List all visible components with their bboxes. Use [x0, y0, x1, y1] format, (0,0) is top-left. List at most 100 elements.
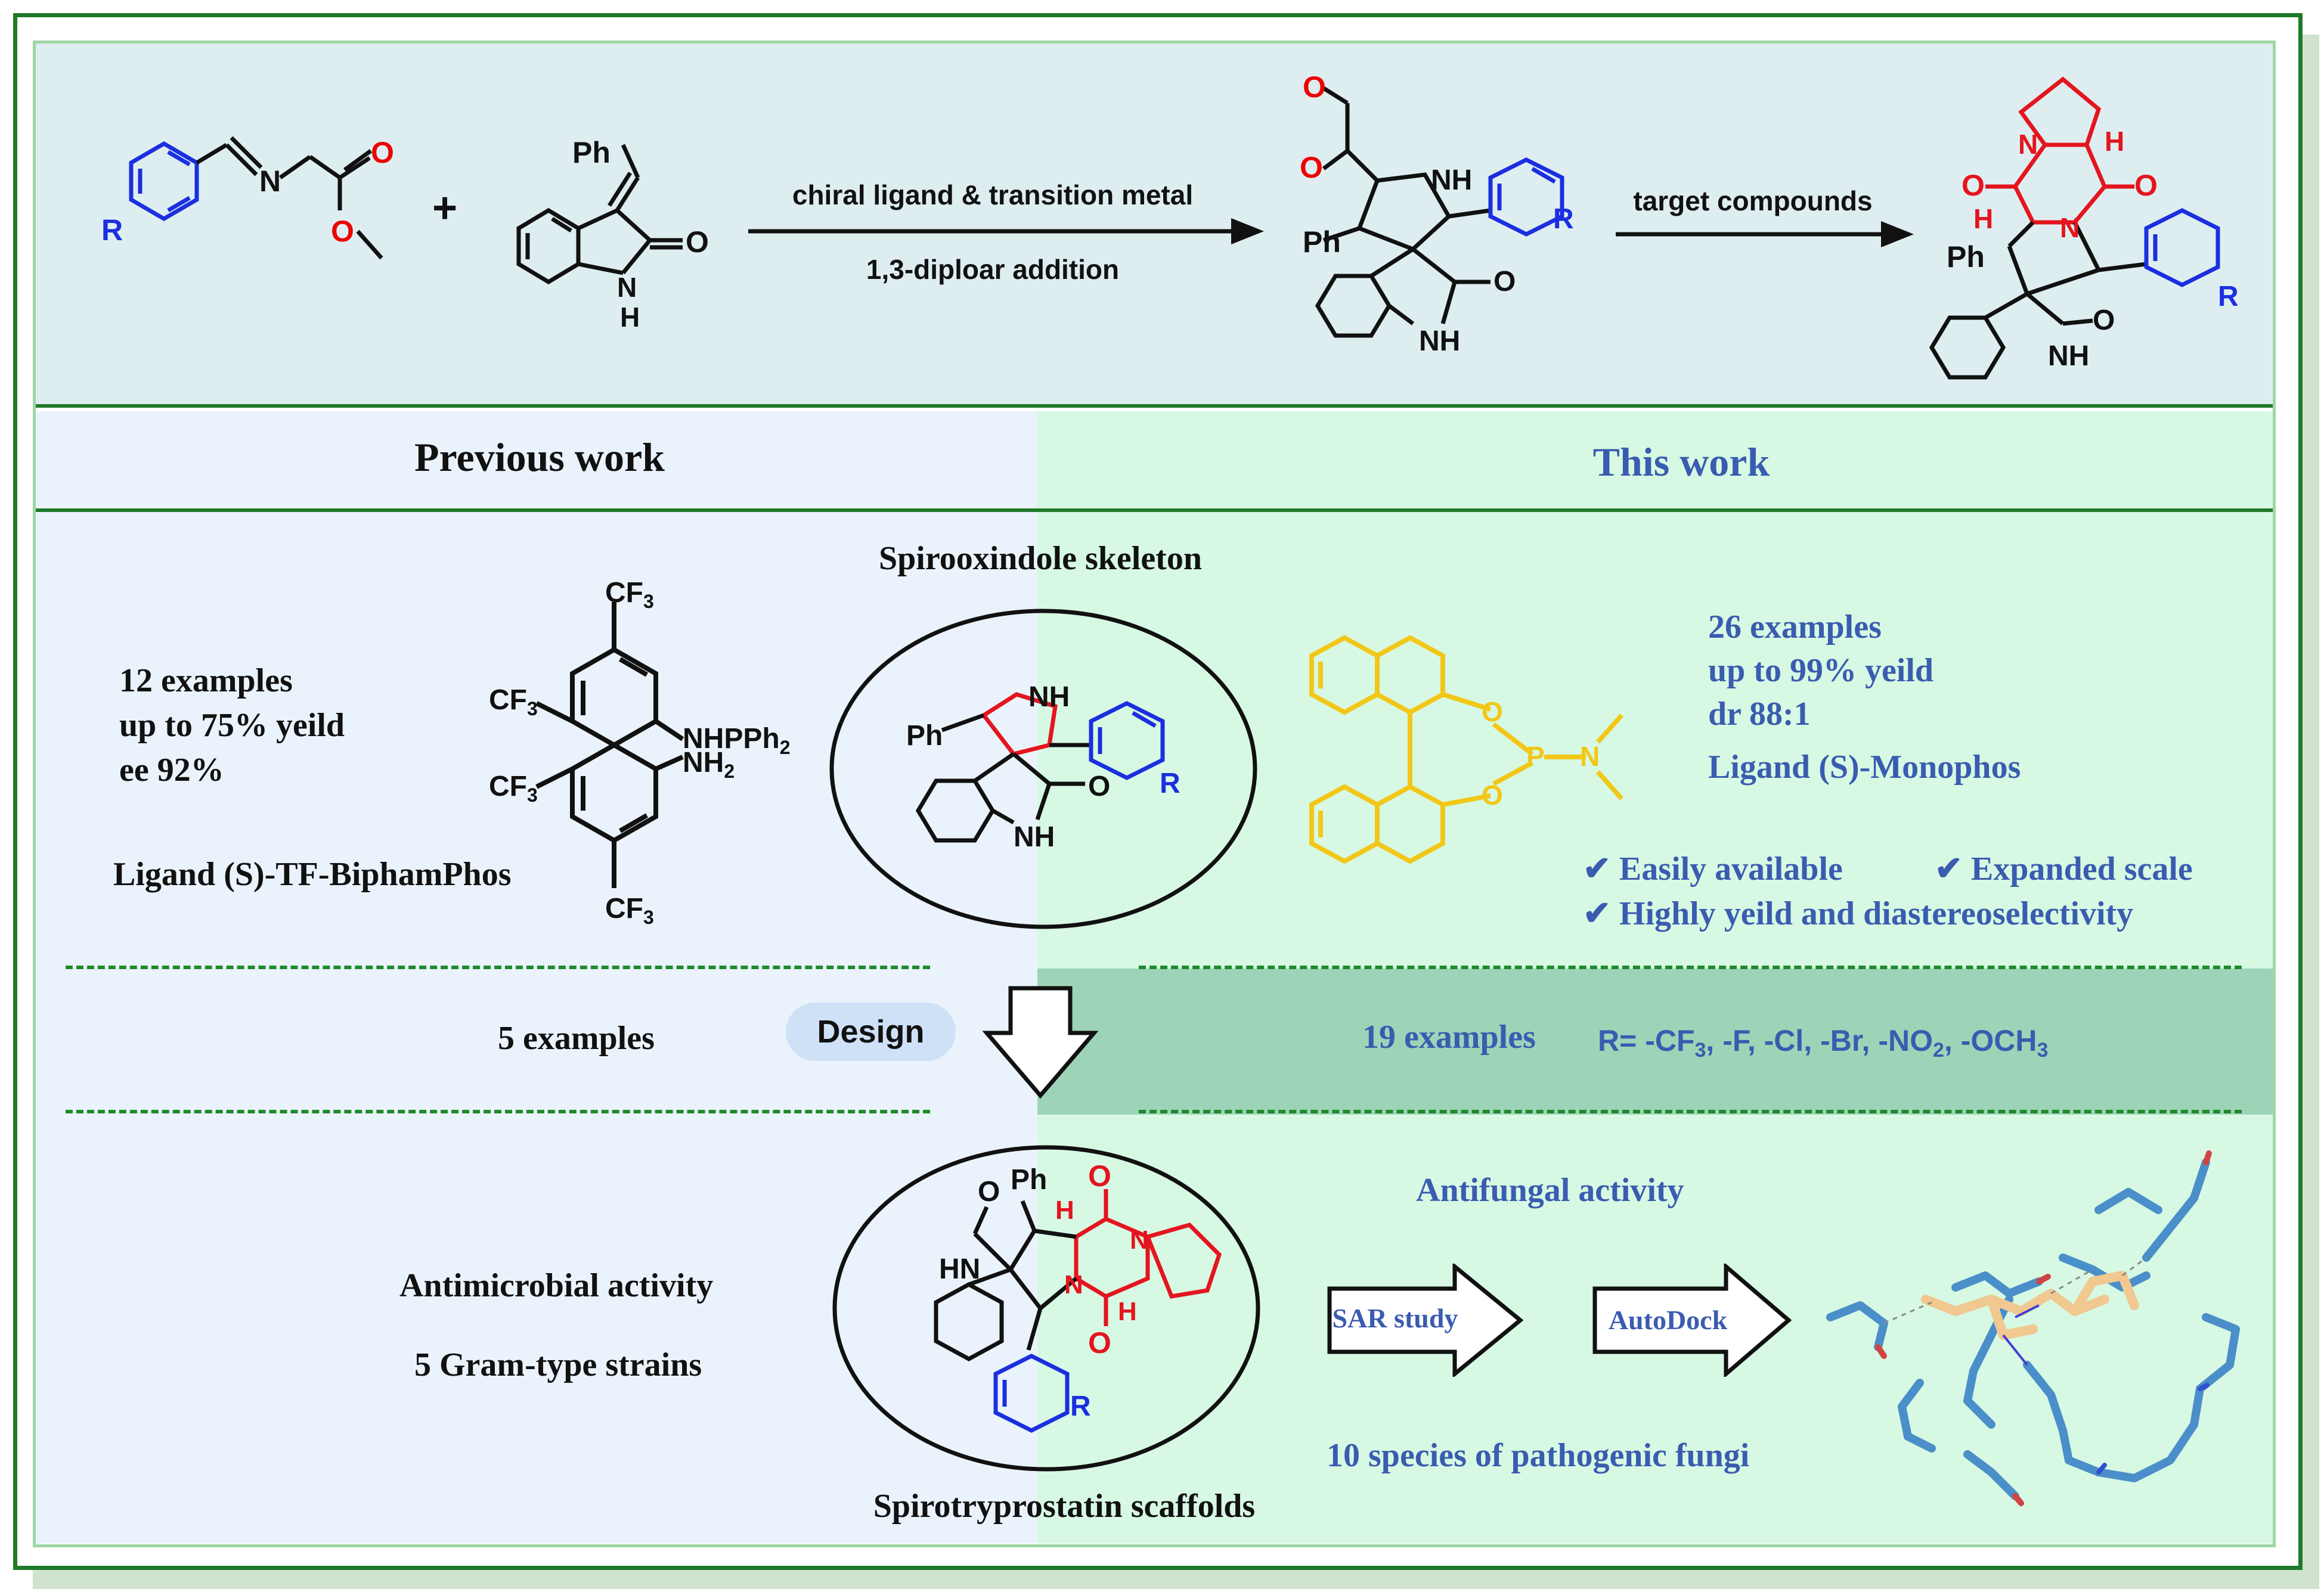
- prev-yield: up to 75% yeild: [119, 707, 345, 744]
- svg-text:Ph: Ph: [906, 720, 943, 752]
- antifungal-activity: Antifungal activity: [1416, 1172, 1684, 1209]
- docking-pose-image: [1826, 1150, 2240, 1506]
- arrow-label-bottom: 1,3-diploar addition: [866, 254, 1119, 285]
- arrow-label-target: target compounds: [1633, 185, 1872, 216]
- svg-text:H: H: [2105, 126, 2124, 157]
- svg-text:N: N: [2018, 129, 2038, 160]
- svg-text:O: O: [1493, 266, 1516, 297]
- svg-text:HN: HN: [939, 1253, 980, 1285]
- svg-text:O: O: [1300, 151, 1323, 184]
- svg-text:H: H: [1055, 1196, 1074, 1225]
- prev-ee: ee 92%: [119, 752, 224, 789]
- svg-text:CF3: CF3: [605, 893, 654, 928]
- svg-text:CF3: CF3: [489, 684, 538, 719]
- svg-text:O: O: [1482, 780, 1503, 811]
- svg-text:H: H: [1973, 203, 1993, 234]
- svg-text:Ph: Ph: [572, 136, 611, 169]
- check-easily-available: ✔ Easily available: [1583, 851, 1843, 888]
- prev-design-examples: 5 examples: [498, 1020, 655, 1057]
- skeleton-label: Spirooxindole skeleton: [879, 540, 1202, 577]
- svg-text:NHPPh2: NHPPh2: [683, 723, 790, 758]
- sar-arrow: [1327, 1264, 1523, 1377]
- svg-text:NH: NH: [2048, 340, 2089, 372]
- this-ligand: Ligand (S)-Monophos: [1708, 749, 2021, 786]
- prev-ligand: Ligand (S)-TF-BiphamPhos: [113, 856, 512, 893]
- reactant-imine: [129, 136, 383, 260]
- arrow-label-top: chiral ligand & transition metal: [792, 179, 1193, 210]
- reactant-oxindole: [516, 144, 683, 285]
- this-dr: dr 88:1: [1708, 696, 1811, 733]
- svg-text:R= -CF3, -F, -Cl, -Br, -NO2, -: R= -CF3, -F, -Cl, -Br, -NO2, -OCH3: [1598, 1024, 2048, 1062]
- svg-text:O: O: [1303, 70, 1326, 104]
- svg-text:H: H: [620, 302, 640, 333]
- spirooxindole-skeleton: Ph NH O NH R: [829, 609, 1257, 929]
- design-pill: Design: [786, 1003, 956, 1061]
- prev-examples: 12 examples: [119, 662, 293, 699]
- product-target: [1929, 76, 2220, 380]
- dashed-line-3: [66, 1110, 930, 1113]
- svg-text:R: R: [2218, 281, 2239, 312]
- check-expanded-scale: ✔ Expanded scale: [1935, 851, 2193, 888]
- r-label-1: R: [101, 213, 123, 247]
- design-arrow-down: [982, 986, 1099, 1099]
- svg-text:Ph: Ph: [1011, 1164, 1047, 1196]
- svg-text:Ph: Ph: [1303, 225, 1341, 259]
- svg-text:R: R: [1553, 203, 1574, 235]
- spirotryprostatin-structure: O HN Ph H O N N O H R: [832, 1145, 1260, 1472]
- this-design-examples: 19 examples: [1362, 1019, 1536, 1056]
- svg-text:N: N: [2060, 212, 2080, 243]
- this-yield: up to 99% yeild: [1708, 652, 1934, 689]
- svg-text:CF3: CF3: [489, 771, 538, 806]
- divider-top: [36, 404, 2273, 408]
- plus-sign: +: [432, 184, 457, 232]
- antimicrobial-activity: Antimicrobial activity: [399, 1267, 714, 1304]
- scaffold-label: Spirotryprostatin scaffolds: [873, 1488, 1256, 1525]
- dashed-line-4: [1139, 1110, 2242, 1113]
- tf-biphamphos-structure: CF3 CF3 NHPPh2 NH2 CF3 CF3: [489, 577, 790, 928]
- svg-text:O: O: [1088, 771, 1110, 802]
- dashed-line-2: [1139, 966, 2242, 969]
- svg-text:N: N: [1130, 1225, 1149, 1255]
- svg-text:O: O: [331, 215, 354, 248]
- svg-text:NH: NH: [1431, 165, 1472, 196]
- svg-text:R: R: [1070, 1391, 1091, 1422]
- this-examples: 26 examples: [1708, 609, 1882, 646]
- svg-text:P: P: [1526, 741, 1545, 772]
- svg-text:NH: NH: [1419, 325, 1460, 357]
- svg-text:O: O: [978, 1176, 1000, 1208]
- divider-header: [36, 508, 2273, 512]
- svg-text:O: O: [686, 225, 709, 259]
- previous-work-title: Previous work: [414, 435, 665, 480]
- autodock-arrow: [1592, 1264, 1792, 1377]
- top-scheme-band: [36, 44, 2273, 404]
- product-spiro: [1315, 86, 1564, 338]
- svg-text:H: H: [1118, 1297, 1137, 1326]
- svg-text:O: O: [1088, 1159, 1111, 1193]
- svg-text:O: O: [1962, 169, 1985, 202]
- svg-text:O: O: [371, 136, 394, 169]
- svg-text:N: N: [617, 272, 637, 303]
- svg-text:O: O: [2093, 305, 2115, 336]
- autodock-label: AutoDock: [1608, 1305, 1728, 1335]
- gram-strains: 5 Gram-type strains: [414, 1346, 702, 1383]
- previous-work-panel: [36, 411, 1037, 1544]
- svg-text:O: O: [1088, 1326, 1111, 1360]
- monophos-structure: O O P N: [1309, 635, 1623, 864]
- reaction-scheme: R N O O + Ph O N H chiral ligand & trans…: [101, 70, 2239, 380]
- pathogenic-fungi: 10 species of pathogenic fungi: [1327, 1437, 1750, 1474]
- svg-text:R: R: [1160, 768, 1180, 799]
- this-work-design-band: [1037, 969, 2273, 1115]
- svg-text:O: O: [1482, 696, 1503, 727]
- svg-text:O: O: [2134, 169, 2158, 202]
- dashed-line-1: [66, 966, 930, 969]
- r-substituents: R= -CF3, -F, -Cl, -Br, -NO2, -OCH3: [1598, 1024, 2048, 1062]
- svg-text:N: N: [1580, 741, 1600, 772]
- inner-frame: [33, 41, 2276, 1547]
- svg-text:Ph: Ph: [1947, 240, 1985, 274]
- sar-label: SAR study: [1332, 1303, 1458, 1333]
- check-highly-yield: ✔ Highly yeild and diastereoselectivity: [1583, 895, 2134, 932]
- svg-text:N: N: [259, 165, 281, 198]
- svg-text:NH: NH: [1028, 681, 1070, 713]
- svg-text:N: N: [1064, 1270, 1083, 1299]
- svg-text:CF3: CF3: [605, 577, 654, 612]
